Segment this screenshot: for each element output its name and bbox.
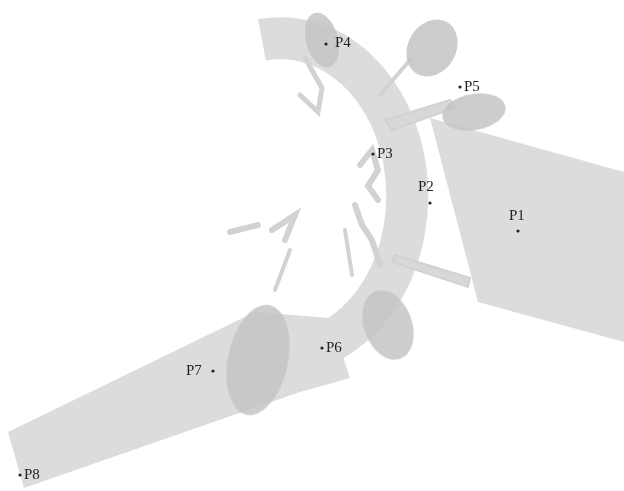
inner-blades [230, 58, 470, 290]
point-label: P4 [335, 35, 351, 50]
point-label: P8 [24, 467, 40, 482]
point-label: P1 [509, 208, 525, 223]
valve-ellipses [217, 9, 509, 421]
point-label: P2 [418, 179, 434, 194]
point-dots [18, 42, 519, 476]
point-label: P3 [377, 146, 393, 161]
point-label: P5 [464, 79, 480, 94]
inlet-duct [430, 118, 624, 342]
point-label: P6 [326, 340, 342, 355]
point-label: P7 [186, 363, 202, 378]
